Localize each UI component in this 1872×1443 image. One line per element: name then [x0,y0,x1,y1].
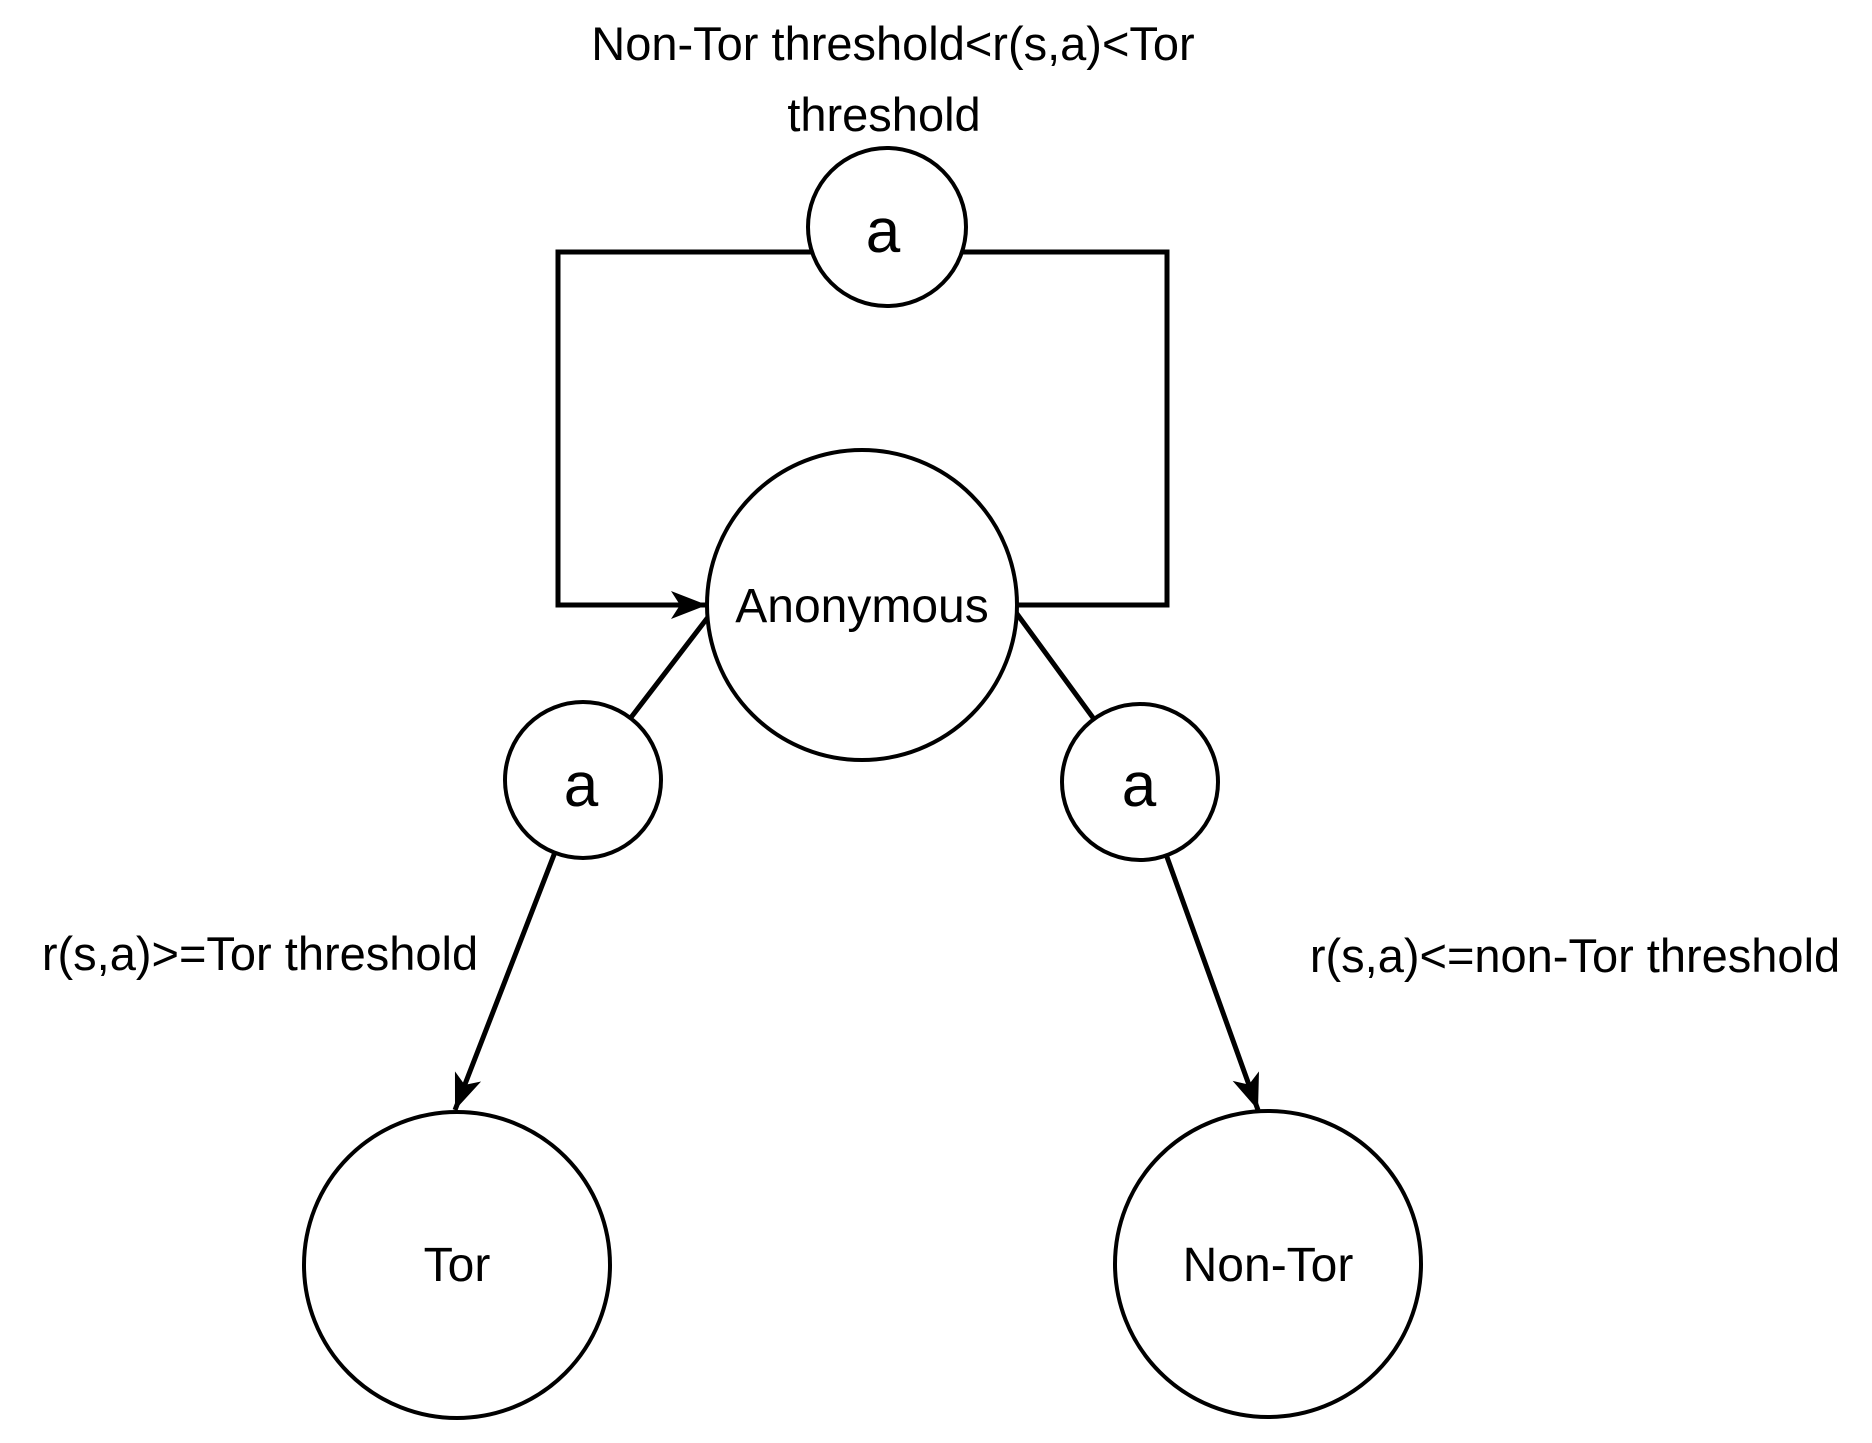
action-top-label: a [866,197,901,266]
nodes-layer [302,146,1423,1420]
anonymous-state-node [705,448,1019,762]
tor-transition-condition-label: r(s,a)>=Tor threshold [42,927,478,980]
action-right-label: a [1122,751,1157,820]
action-right-node [1060,702,1220,862]
non-tor-state-label: Non-Tor [1183,1239,1354,1292]
non-tor-transition-condition-label: r(s,a)<=non-Tor threshold [1310,929,1840,982]
self-loop-condition-line2: threshold [787,88,980,141]
tor-state-node [302,1110,612,1420]
action-left-node [503,700,663,860]
action-top-node [806,146,968,308]
anonymous-state-label: Anonymous [735,580,988,633]
action-left-label: a [564,751,599,820]
self-loop-condition-line1: Non-Tor threshold<r(s,a)<Tor [591,17,1194,70]
non-tor-state-node [1113,1109,1423,1419]
tor-state-label: Tor [424,1239,491,1292]
labels-layer: Non-Tor threshold<r(s,a)<Tor threshold a… [42,17,1840,1292]
